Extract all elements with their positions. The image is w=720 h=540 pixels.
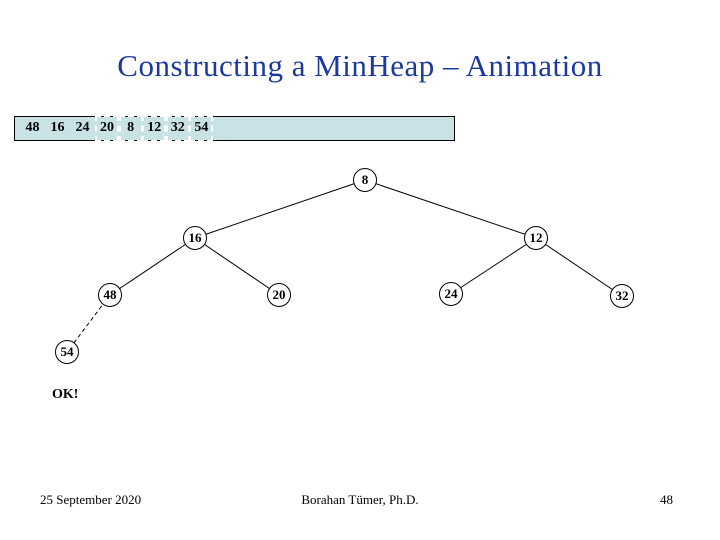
- edge-8-12: [364, 179, 537, 239]
- tree-node-root: 8: [353, 168, 377, 192]
- array-cell-dashed: 32: [165, 114, 190, 142]
- tree-node: 48: [98, 283, 122, 307]
- footer-date: 25 September 2020: [40, 492, 142, 507]
- edge-16-48: [109, 237, 196, 296]
- array-cell: 48: [25, 120, 40, 135]
- array-cell-dashed: 12: [142, 114, 167, 142]
- tree-node: 20: [267, 283, 291, 307]
- tree-node: 54: [55, 340, 79, 364]
- footer-author: Borahan Tümer, Ph.D.: [301, 492, 419, 507]
- edge-16-20: [194, 237, 280, 296]
- array-cell-dashed: 8: [118, 114, 143, 142]
- array-cell: 24: [75, 120, 90, 135]
- edge-8-16: [194, 179, 366, 239]
- ok-status-label: OK!: [52, 387, 79, 402]
- edge-12-32: [535, 237, 623, 297]
- tree-node: 16: [183, 226, 207, 250]
- array-cell-dashed: 20: [95, 114, 119, 142]
- slide-title: Constructing a MinHeap – Animation: [117, 48, 603, 83]
- edge-12-24: [450, 237, 537, 295]
- heap-array-box: 48 16 24 20 8 12 32 54: [14, 114, 455, 142]
- array-cell-dashed: 54: [189, 114, 214, 142]
- footer-slide-number: 48: [660, 492, 673, 507]
- tree-node: 32: [610, 284, 634, 308]
- tree-node: 12: [524, 226, 548, 250]
- tree-node: 24: [439, 282, 463, 306]
- array-cell: 16: [50, 120, 65, 135]
